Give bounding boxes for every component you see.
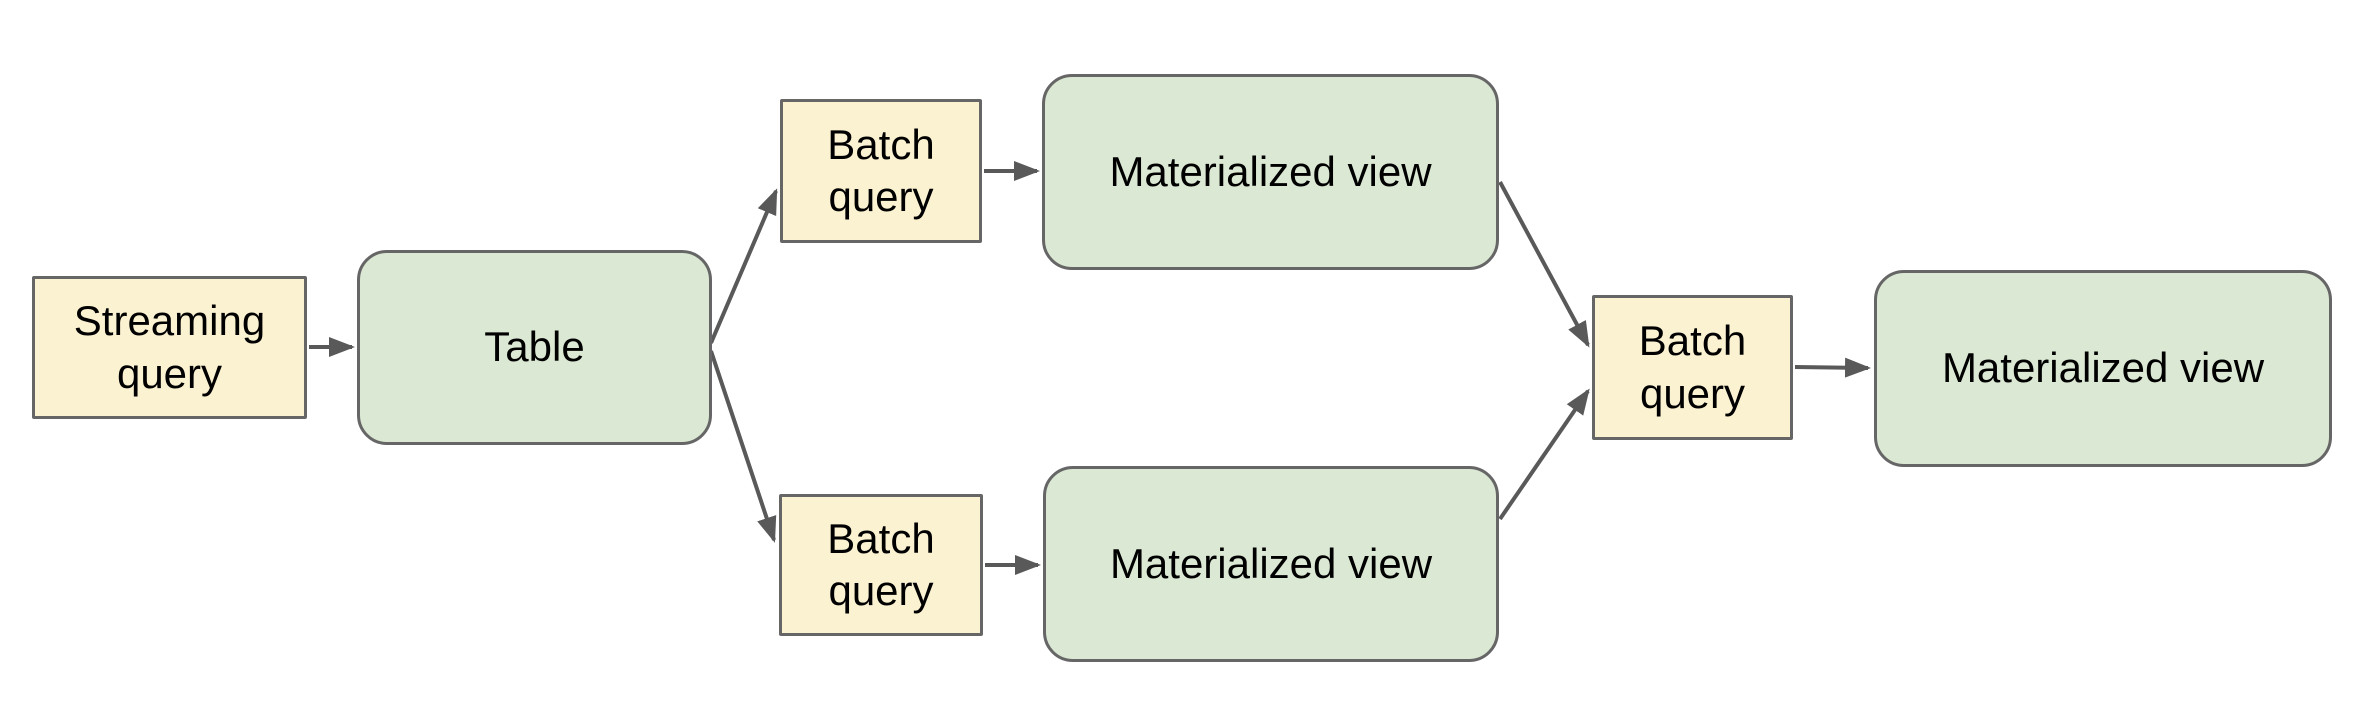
node-materialized-view-bottom: Materialized view xyxy=(1043,466,1499,662)
edge-table-to-batch-query-top xyxy=(709,188,778,344)
edge-mv-bottom-to-batch-query-right xyxy=(1498,388,1590,521)
edge-table-to-batch-query-bottom xyxy=(709,350,777,543)
node-batch-query-bottom: Batch query xyxy=(779,494,983,636)
edge-mv-top-to-batch-query-right xyxy=(1498,181,1590,348)
node-streaming-query: Streaming query xyxy=(32,276,307,419)
node-batch-query-top: Batch query xyxy=(780,99,982,243)
node-batch-query-top-label: Batch query xyxy=(827,120,935,220)
node-batch-query-right-label: Batch query xyxy=(1638,317,1747,417)
node-batch-query-right: Batch query xyxy=(1592,295,1793,440)
node-materialized-view-right: Materialized view xyxy=(1874,270,2332,467)
node-materialized-view-top: Materialized view xyxy=(1042,74,1499,270)
node-batch-query-bottom-label: Batch query xyxy=(827,514,935,614)
node-table-label: Table xyxy=(484,323,585,371)
node-materialized-view-right-label: Materialized view xyxy=(1941,344,2265,392)
node-materialized-view-top-label: Materialized view xyxy=(1109,147,1432,195)
edge-batch-query-right-to-mv-right xyxy=(1794,357,1871,378)
node-streaming-query-label: Streaming query xyxy=(73,297,266,397)
node-table: Table xyxy=(357,250,712,445)
node-materialized-view-bottom-label: Materialized view xyxy=(1109,539,1433,587)
